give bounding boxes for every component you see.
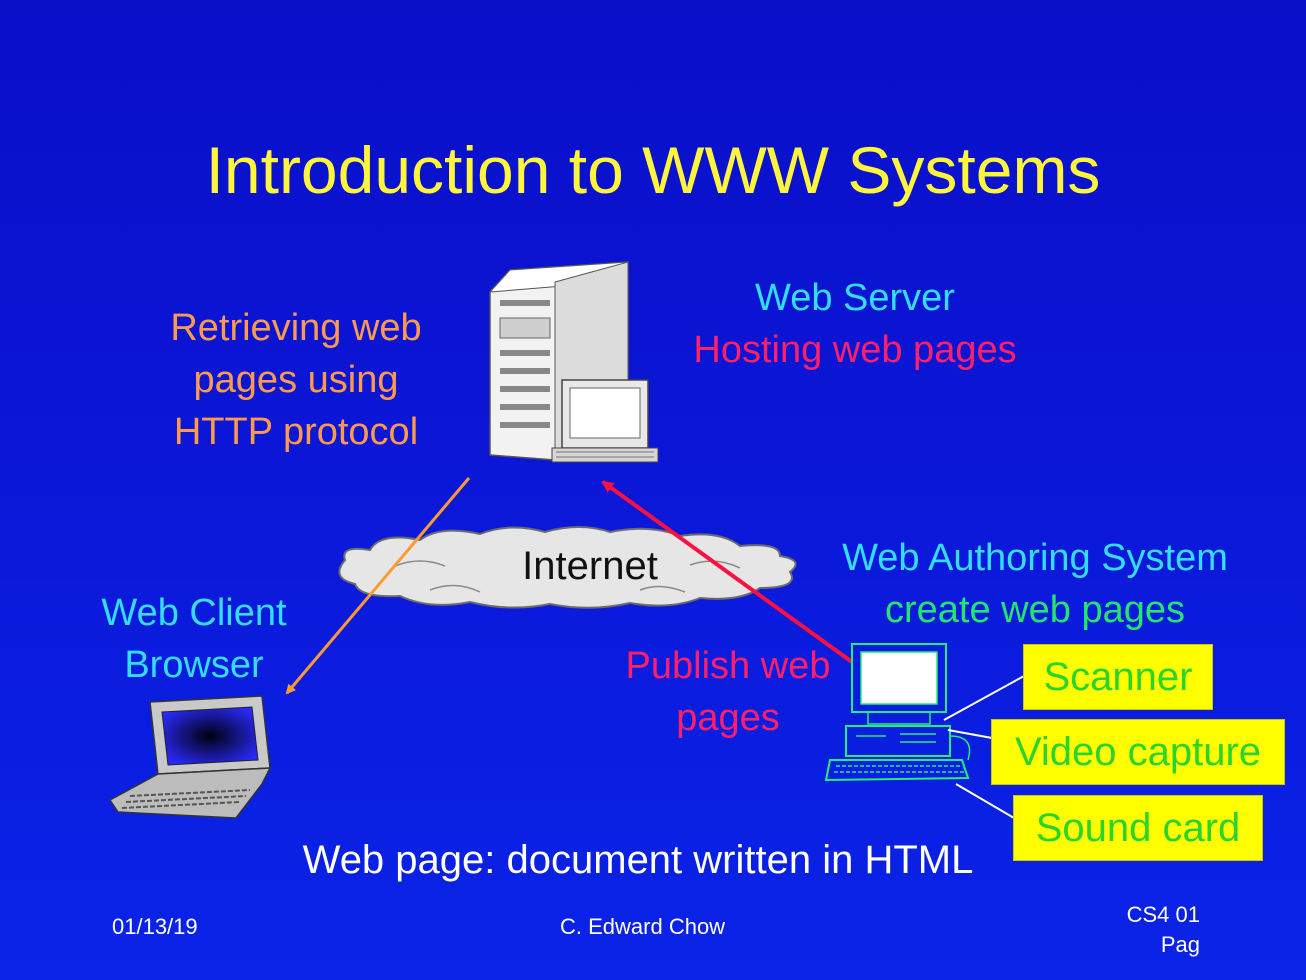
retrieving-label: Retrieving web pages using HTTP protocol [170, 307, 422, 453]
authoring-system-label: Web Authoring System [842, 537, 1228, 579]
desktop-computer-icon [824, 643, 971, 782]
sound-card-box: Sound card [1013, 795, 1263, 861]
html-caption: Web page: document written in HTML [302, 838, 974, 882]
web-client-label: Web Client Browser [101, 592, 287, 686]
laptop-icon [108, 695, 272, 819]
http-arrow [285, 477, 471, 695]
publish-label: Publish web pages [625, 645, 831, 739]
footer-date: 01/13/19 [112, 914, 198, 939]
sound-connector [955, 783, 1015, 819]
create-pages-label: create web pages [885, 589, 1185, 631]
footer-author: C. Edward Chow [560, 914, 726, 939]
cloud-icon [338, 526, 797, 609]
scanner-connector [943, 675, 1025, 721]
internet-label: Internet [522, 544, 658, 588]
publish-arrow [601, 480, 854, 664]
footer-course: CS4 01 Pag [1126, 902, 1200, 957]
server-tower-icon [488, 261, 659, 463]
slide-title: Introduction to WWW Systems [205, 133, 1101, 207]
web-server-label: Web Server [755, 277, 955, 319]
scanner-box: Scanner [1023, 644, 1213, 710]
video-capture-box: Video capture [991, 719, 1285, 785]
video-connector [947, 729, 993, 739]
hosting-label: Hosting web pages [693, 329, 1017, 371]
